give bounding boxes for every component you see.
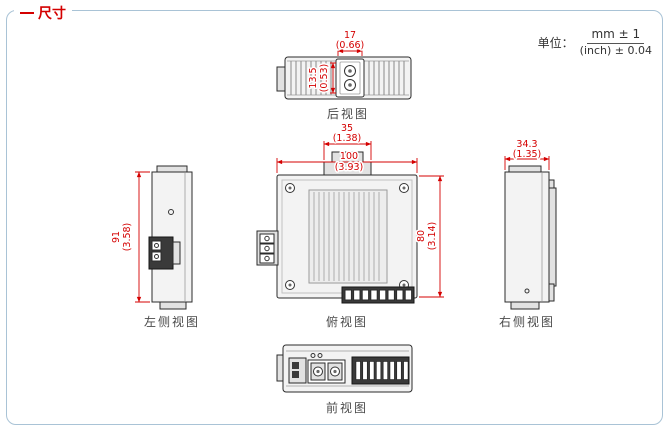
power-terminal-1 bbox=[292, 362, 299, 369]
left-height-inch: (3.58) bbox=[122, 223, 133, 252]
power-terminal-2 bbox=[292, 371, 299, 378]
body-depth-mm: 80 bbox=[416, 230, 427, 242]
strip-terminal-3 bbox=[361, 289, 370, 301]
left-terminal-1-screw bbox=[154, 243, 159, 248]
dip-switch-8 bbox=[403, 361, 409, 380]
led-indicator-2 bbox=[317, 353, 323, 358]
fiber-port-1-core bbox=[316, 369, 320, 374]
front-case-seams bbox=[286, 350, 409, 387]
right-width-mm: 34.3 bbox=[516, 139, 537, 150]
body-depth-dimension: 80 (3.14) bbox=[415, 175, 444, 298]
dip-switch-1 bbox=[355, 361, 361, 380]
rear-height-mm: 13.5 bbox=[308, 67, 319, 88]
strip-terminal-8 bbox=[404, 289, 413, 301]
right-side-view: 34.3 (1.35) 右侧视图 bbox=[499, 138, 557, 329]
unit-inch: (inch) ± 0.04 bbox=[579, 43, 652, 57]
front-view-label: 前视图 bbox=[326, 400, 368, 415]
top-terminal-3 bbox=[259, 253, 275, 264]
top-view: 35 (1.38) 100 (3.93) 80 (3.14) 俯视图 bbox=[256, 122, 444, 329]
clip-width-mm: 35 bbox=[341, 123, 353, 134]
page-title-text: 尺寸 bbox=[38, 6, 66, 22]
rear-width-dimension: 17 (0.66) bbox=[334, 29, 366, 56]
strip-terminal-5 bbox=[378, 289, 387, 301]
right-width-inch: (1.35) bbox=[513, 149, 542, 160]
rear-connector-inner bbox=[339, 61, 361, 95]
body-width-mm: 100 bbox=[340, 151, 358, 162]
page-title: 尺寸 bbox=[14, 3, 72, 23]
dip-switch-5 bbox=[382, 361, 388, 380]
left-side-view: 91 (3.58) 左侧视图 bbox=[110, 165, 200, 329]
heatsink-area bbox=[308, 189, 388, 284]
unit-label: 单位： bbox=[537, 35, 574, 50]
strip-terminal-2 bbox=[353, 289, 361, 301]
page-frame bbox=[6, 10, 663, 425]
body-depth-inch: (3.14) bbox=[427, 222, 438, 251]
rear-width-inch: (0.66) bbox=[336, 40, 365, 51]
strip-terminal-1 bbox=[344, 289, 352, 301]
left-height-mm: 91 bbox=[111, 231, 122, 243]
rear-height-inch: (0.53) bbox=[319, 64, 330, 93]
unit-note: 单位： mm ± 1 (inch) ± 0.04 bbox=[538, 27, 652, 58]
top-terminal-1 bbox=[259, 233, 275, 244]
right-view-drawing bbox=[504, 165, 557, 310]
heatsink-fins bbox=[313, 192, 380, 281]
left-bottom-cap bbox=[159, 301, 187, 310]
dip-switch-3 bbox=[369, 361, 375, 380]
rear-width-mm: 17 bbox=[344, 30, 356, 41]
led-indicator-1 bbox=[310, 353, 316, 358]
front-view-drawing bbox=[276, 344, 413, 393]
top-view-label: 俯视图 bbox=[326, 314, 368, 329]
title-dash-icon bbox=[20, 12, 34, 14]
power-connector bbox=[288, 357, 307, 384]
left-terminal-1 bbox=[151, 240, 162, 251]
left-vent-hole bbox=[168, 209, 174, 215]
top-terminal-1-screw bbox=[264, 235, 270, 242]
rear-view-label: 后视图 bbox=[327, 106, 369, 121]
dip-switch-7 bbox=[396, 361, 402, 380]
left-terminal-2-screw bbox=[154, 254, 159, 259]
unit-fraction: mm ± 1 (inch) ± 0.04 bbox=[580, 27, 652, 58]
right-body bbox=[504, 171, 550, 303]
dip-switch-6 bbox=[389, 361, 395, 380]
right-bottom-cap bbox=[510, 301, 540, 310]
fiber-port-2-core bbox=[333, 369, 337, 374]
dip-switch-4 bbox=[376, 361, 382, 380]
rear-view: 17 (0.66) 13.5 (0.53) 后视图 bbox=[276, 29, 412, 121]
front-view: 前视图 bbox=[276, 344, 413, 415]
din-rail-profile bbox=[548, 187, 557, 287]
top-terminal-3-screw bbox=[264, 255, 270, 262]
rear-screw-top-dot bbox=[348, 69, 352, 73]
rear-height-dimension: 13.5 (0.53) bbox=[307, 62, 336, 94]
top-corner-screw-2-dot bbox=[402, 186, 406, 190]
left-height-dimension: 91 (3.58) bbox=[110, 171, 150, 303]
din-rail-hook-bottom bbox=[548, 283, 555, 302]
left-view-label: 左侧视图 bbox=[144, 314, 200, 329]
top-terminal-2 bbox=[259, 243, 275, 254]
strip-terminal-6 bbox=[387, 289, 395, 301]
body-width-inch: (3.93) bbox=[335, 162, 364, 173]
strip-terminal-4 bbox=[370, 289, 378, 301]
rear-ribs-right bbox=[368, 61, 405, 95]
top-terminal-2-screw bbox=[264, 245, 270, 252]
right-vent-hole bbox=[524, 288, 530, 294]
left-terminal-2 bbox=[151, 251, 162, 262]
clip-width-dimension: 35 (1.38) bbox=[323, 122, 372, 160]
rear-screw-bottom-dot bbox=[348, 83, 352, 87]
rear-connector-block bbox=[335, 58, 365, 98]
top-corner-screw-4-dot bbox=[402, 283, 406, 287]
dip-switch-2 bbox=[362, 361, 368, 380]
strip-terminal-7 bbox=[396, 289, 404, 301]
clip-width-inch: (1.38) bbox=[333, 133, 362, 144]
body-width-dimension: 100 (3.93) bbox=[276, 150, 418, 175]
rear-view-drawing bbox=[276, 56, 412, 100]
left-view-drawing bbox=[148, 165, 193, 310]
right-width-dimension: 34.3 (1.35) bbox=[504, 138, 550, 170]
left-connector-step bbox=[172, 241, 181, 265]
unit-mm: mm ± 1 bbox=[587, 27, 645, 44]
left-height-extension-lines bbox=[135, 171, 150, 303]
top-corner-screw-3-dot bbox=[288, 283, 292, 287]
right-view-label: 右侧视图 bbox=[499, 314, 555, 329]
top-view-drawing bbox=[256, 151, 418, 304]
top-corner-screw-1-dot bbox=[288, 186, 292, 190]
